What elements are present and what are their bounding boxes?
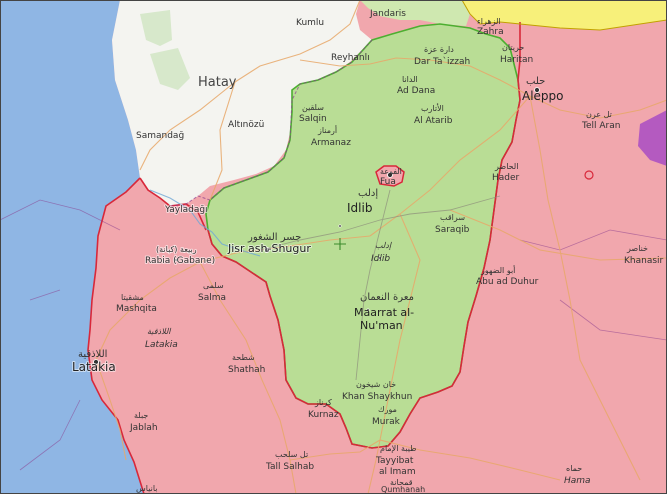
label-kurnaz-ar: كرناز <box>314 398 332 407</box>
label-hader-ar: الحاضر <box>494 162 518 171</box>
label-tellsalhab: Tall Salhab <box>265 462 314 472</box>
label-salqin: Salqin <box>299 114 327 124</box>
label-jisr: Jisr ash-Shugur <box>227 242 311 255</box>
label-khan-shaykhun: Khan Shaykhun <box>342 392 412 402</box>
label-dar-taizzah-ar: دارة عزة <box>424 45 454 54</box>
label-atarib-ar: الأتارب <box>421 103 444 113</box>
grey-roads <box>259 189 501 381</box>
label-latakia-ar: اللاذقية <box>78 349 107 360</box>
label-jableh: Jablah <box>129 423 158 433</box>
label-tellaran-ar: تل عرن <box>586 110 612 119</box>
label-latakia-gov: Latakia <box>145 340 178 350</box>
label-jisr-ar: جسر الشغور <box>247 232 301 243</box>
label-yayladagi: Yayladağı <box>164 205 208 215</box>
province-boundary <box>0 199 667 471</box>
turkey-forest <box>140 10 172 46</box>
mediterranean-sea <box>0 0 144 494</box>
rebel-zone <box>206 24 520 448</box>
label-khanasir: Khanasir <box>624 256 664 266</box>
label-maarrat-ar: معرة النعمان <box>360 292 414 303</box>
label-mashqita-ar: مشقيتا <box>121 293 144 302</box>
label-latakia-gov-ar: اللاذقية <box>147 327 171 336</box>
label-aleppo-ar: حلب <box>526 76 545 87</box>
label-addana: Ad Dana <box>397 86 435 96</box>
road-network <box>95 0 667 494</box>
label-salqin-ar: سلقين <box>302 103 324 112</box>
label-idlib-gov: Idlib <box>371 254 390 264</box>
government-zone-border <box>207 22 521 449</box>
label-hatay: Hatay <box>198 75 237 90</box>
label-tellsalhab-ar: تل سلحب <box>275 450 308 459</box>
label-fua: Fua <box>380 177 396 187</box>
label-fua-ar: الفوعة <box>380 167 402 176</box>
city-markers <box>93 87 540 365</box>
label-reyhanli: Reyhanlı <box>331 53 370 63</box>
label-murak-ar: مورك <box>378 405 397 414</box>
label-hama: Hama <box>564 476 591 486</box>
label-maarrat-1: Maarrat al- <box>354 306 414 319</box>
label-khan-shaykhun-ar: خان شيخون <box>356 380 396 389</box>
label-qumhanah-ar: قمحانة <box>390 478 413 487</box>
label-idlib-gov-ar: إدلب <box>375 241 392 250</box>
label-atarib: Al Atarib <box>414 116 453 126</box>
label-armanaz-ar: أرمناز <box>317 125 337 135</box>
label-altinozu: Altınözü <box>228 120 264 130</box>
other-faction-zone <box>638 110 667 166</box>
label-salma-ar: سلمى <box>203 281 224 290</box>
airport-marker <box>334 238 346 250</box>
kurdish-zone-border <box>461 0 667 31</box>
label-jandaris: Jandaris <box>369 9 406 19</box>
town-markers <box>174 224 382 312</box>
label-tayyibat-2: al Imam <box>379 467 416 477</box>
afrin-zone <box>360 0 470 26</box>
fua-enclave-border <box>375 165 405 187</box>
kurdish-zone <box>462 0 667 30</box>
label-salma: Salma <box>198 293 226 303</box>
label-saraqib: Saraqib <box>435 225 470 235</box>
label-tayyibat-1: Tayyibat <box>375 456 414 466</box>
label-kurnaz: Kurnaz <box>308 410 339 420</box>
label-zahra: Zahra <box>477 27 504 37</box>
label-qumhanah: Qumhanah <box>381 485 425 494</box>
label-shathah: Shathah <box>228 365 265 375</box>
label-haritan-ar: حريتان <box>502 43 524 52</box>
label-saraqib-ar: سراقب <box>440 213 465 222</box>
label-kumlu: Kumlu <box>296 18 324 28</box>
turkey-syria-border <box>169 39 373 207</box>
label-khanasir-ar: خناصر <box>626 244 648 253</box>
label-idlib-ar: إدلب <box>358 188 378 199</box>
label-armanaz: Armanaz <box>311 138 351 148</box>
label-addana-ar: الدانا <box>402 75 418 84</box>
label-tayyibat-ar: طيبة الإمام <box>380 444 417 454</box>
label-rabia: Rabia (Gabane) <box>145 256 215 266</box>
label-baniyas-ar: بانياس <box>136 484 158 493</box>
coast-government-border <box>87 177 207 494</box>
label-dar-taizzah: Dar Ta`izzah <box>414 56 470 67</box>
label-tellaran: Tell Aran <box>581 121 620 131</box>
label-maarrat-2: Nu'man <box>360 319 403 332</box>
label-shathah-ar: شطحة <box>232 353 255 362</box>
label-idlib: Idlib <box>347 201 372 215</box>
orontes-river <box>149 189 261 257</box>
label-zahra-ar: الزهراء <box>477 17 501 26</box>
label-mashqita: Mashqita <box>116 304 157 314</box>
label-latakia: Latakia <box>72 360 116 374</box>
label-abu-duhur-ar: أبو الضهور <box>480 265 515 275</box>
label-haritan: Haritan <box>500 55 533 65</box>
label-hader: Hader <box>492 173 520 183</box>
label-rabia-ar: ربيعة (كبانة) <box>156 245 197 254</box>
khanasir-marker <box>584 170 594 180</box>
label-hama-ar: حماه <box>566 464 582 473</box>
label-samandag: Samandağ <box>136 131 184 141</box>
turkey-forest <box>150 48 190 90</box>
label-jableh-ar: جبلة <box>134 411 148 420</box>
label-aleppo: Aleppo <box>522 89 564 103</box>
label-murak: Murak <box>372 417 401 427</box>
label-abu-duhur: Abu ad Duhur <box>476 277 539 287</box>
